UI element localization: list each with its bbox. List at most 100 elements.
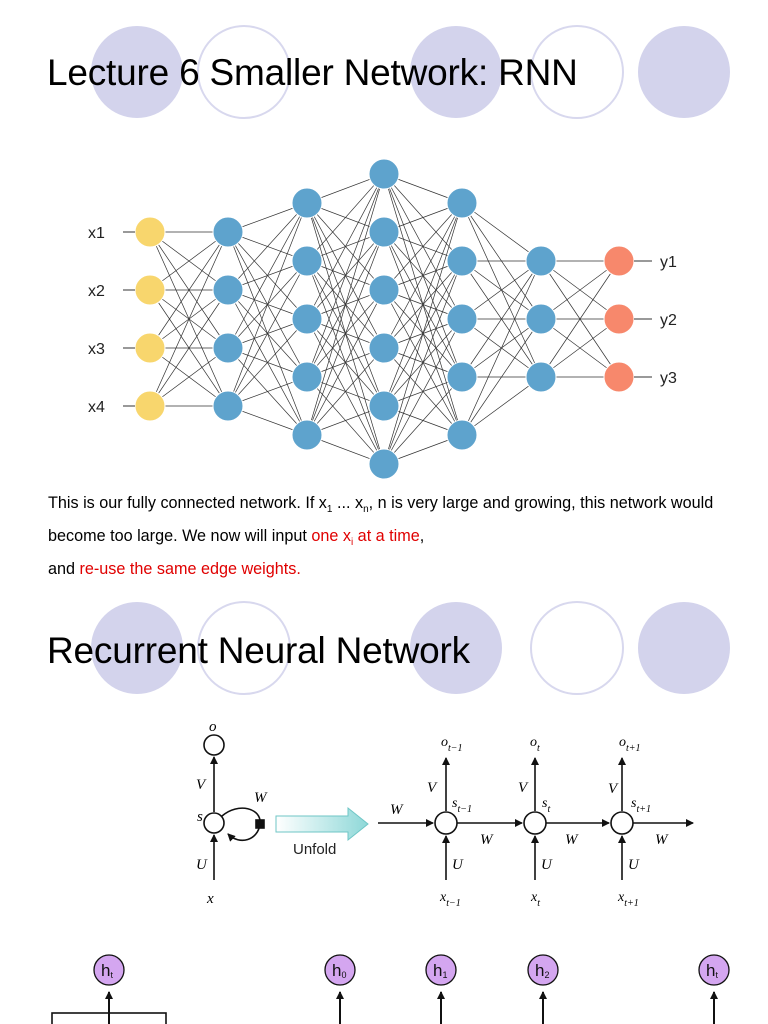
label-o-t-plus-1: ot+1: [619, 735, 641, 754]
state-node-t-minus-1: [434, 811, 458, 835]
deco-circle: [530, 25, 624, 119]
subscript: t: [547, 804, 550, 815]
label-x: x: [206, 891, 214, 907]
hidden-node: [212, 274, 244, 306]
hidden-node: [446, 245, 478, 277]
h-label: h: [332, 961, 341, 980]
hidden-node: [368, 274, 400, 306]
hidden-node: [368, 158, 400, 190]
decorative-circles: [91, 601, 730, 695]
subscript: t−1: [457, 804, 472, 815]
hidden-node: [291, 187, 323, 219]
input-label: x1: [88, 225, 105, 242]
network-edge: [383, 260, 463, 465]
label-x: x: [530, 890, 538, 905]
subscript: t+1: [626, 743, 641, 754]
label-s: s: [631, 796, 637, 811]
label-o: o: [619, 735, 626, 750]
h-subscript: t: [715, 970, 718, 980]
hidden-node: [525, 245, 557, 277]
network-edge: [306, 289, 385, 436]
h-label: h: [101, 961, 110, 980]
state-node-t-plus-1: [610, 811, 634, 835]
label-o: o: [209, 719, 217, 735]
hidden-node: [525, 361, 557, 393]
network-edge: [149, 347, 229, 407]
network-edge: [306, 173, 385, 262]
network-edge: [540, 260, 620, 320]
input-node: [134, 390, 166, 422]
label-x-t-plus-1: xt+1: [617, 890, 639, 909]
label-v: V: [608, 781, 619, 797]
label-w: W: [565, 832, 579, 848]
subscript: t−1: [446, 898, 461, 909]
label-w: W: [254, 790, 268, 806]
network-edge: [227, 318, 308, 407]
label-s-t-minus-1: st−1: [452, 796, 472, 815]
h-node: [425, 954, 457, 986]
subscript: t+1: [636, 804, 651, 815]
h-node-label: h2: [535, 961, 549, 980]
hidden-node: [368, 332, 400, 364]
label-s: s: [452, 796, 458, 811]
slide-rnn: Recurrent Neural Network o V s W U x: [0, 580, 768, 1024]
state-node: [203, 812, 225, 834]
rnn-diagram: o V s W U x Unfold W W W W: [51, 719, 730, 1024]
label-o-t-minus-1: ot−1: [441, 735, 463, 754]
network-edge: [306, 173, 385, 378]
hidden-node: [368, 390, 400, 422]
network-edge: [383, 202, 463, 349]
label-x: x: [617, 890, 625, 905]
body-text: This is our fully connected network. If …: [48, 490, 748, 580]
network-edge: [227, 202, 308, 349]
network-edge: [540, 318, 620, 378]
network-edge: [227, 260, 308, 407]
hidden-node: [212, 216, 244, 248]
subscript: t: [537, 743, 540, 754]
subscript: t−1: [448, 743, 463, 754]
label-x-t: xt: [530, 890, 540, 909]
h-node-label: h1: [433, 961, 447, 980]
h-subscript: t: [110, 970, 113, 980]
h-node: [527, 954, 559, 986]
label-u: U: [628, 857, 640, 873]
network-edge: [149, 289, 229, 407]
deco-circle: [197, 25, 291, 119]
input-label: x2: [88, 283, 105, 300]
label-x: x: [439, 890, 447, 905]
subscript: 1: [326, 504, 333, 516]
hidden-node: [525, 303, 557, 335]
h-node: [324, 954, 356, 986]
highlight-text: re-use the same edge weights.: [79, 560, 301, 579]
network-edge: [383, 202, 463, 465]
label-w: W: [390, 802, 404, 818]
output-node: [603, 303, 635, 335]
network-edges: [149, 173, 620, 465]
unfolded-rnn: [378, 757, 694, 880]
deco-circle: [410, 602, 502, 694]
h-node-label: h0: [332, 961, 346, 980]
hidden-node: [291, 245, 323, 277]
unfold-label: Unfold: [293, 841, 336, 858]
label-w: W: [480, 832, 494, 848]
text-part: This is our fully connected network. If …: [48, 494, 327, 512]
label-s: s: [542, 796, 548, 811]
input-node: [134, 274, 166, 306]
network-edge: [306, 173, 385, 436]
hidden-node: [212, 390, 244, 422]
subscript: t+1: [624, 898, 639, 909]
output-label: y2: [660, 312, 677, 329]
output-node: [203, 734, 225, 756]
network-edge: [461, 376, 542, 436]
network-edge: [461, 260, 542, 436]
deco-circle: [91, 602, 183, 694]
text-part: ... x: [332, 494, 364, 512]
label-v: V: [427, 780, 438, 796]
h-node-label: ht: [706, 961, 718, 980]
label-o-t: ot: [530, 735, 540, 754]
hidden-node: [212, 332, 244, 364]
decorative-circles: [91, 25, 730, 119]
